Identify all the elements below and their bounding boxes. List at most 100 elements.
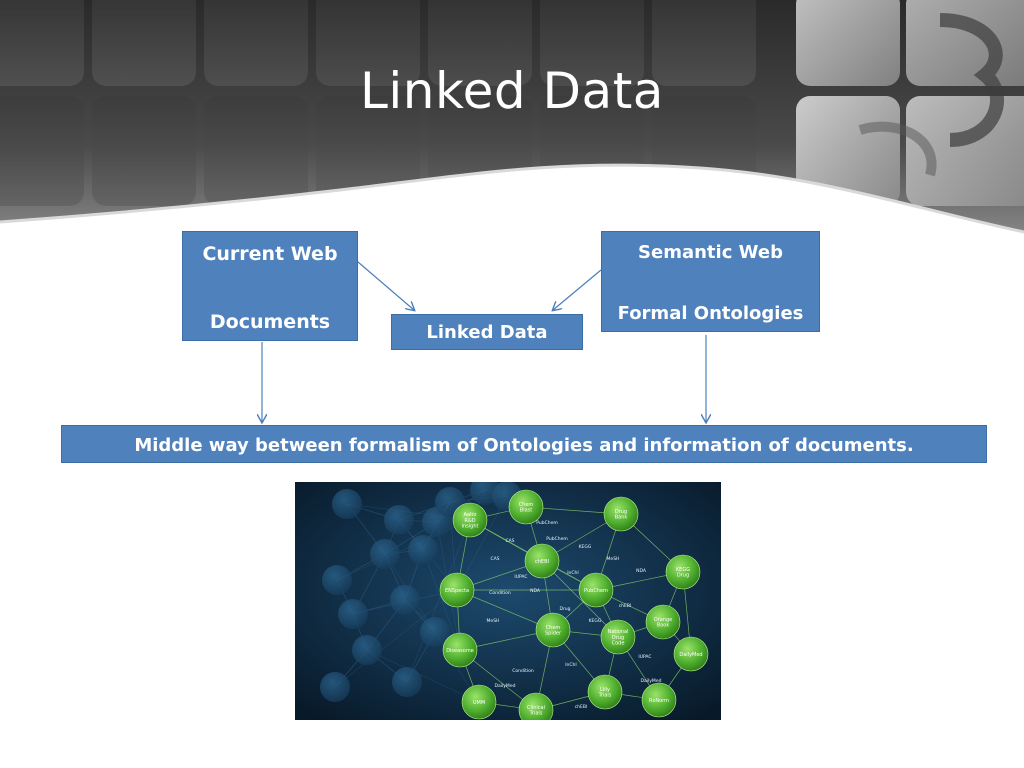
graph-node-label: Bank [615,515,628,521]
graph-node-circle [673,636,709,672]
graph-node-label: Orange [654,617,672,623]
graph-node-label: Lilly [600,687,610,693]
graph-edge-label: InChI [565,662,577,668]
graph-node-circle [600,619,636,655]
graph-edge-label: DailyMed [495,683,516,689]
graph-dim-edge [406,519,471,683]
graph-node-circle [439,572,475,608]
graph-node-circle [524,543,560,579]
graph-edge-label: PubChem [536,520,558,526]
graph-node-label: Aalto [464,512,477,518]
graph-edge-label: NDA [530,588,541,594]
current-web-box: Current Web Documents [182,231,358,341]
graph-dim-node [390,585,420,615]
graph-node: RxNorm [641,682,677,718]
current-web-label: Current Web [202,243,338,265]
graph-node-label: Spider [545,631,562,637]
graph-edge-label: MeSH [487,618,500,624]
graph-node-label: Insight [462,524,479,530]
graph-node-circle [641,682,677,718]
graph-node: UMM [461,684,497,720]
graph-edge-label: Condition [489,590,511,596]
arrow-current-to-linked [357,261,414,310]
graph-node-label: Blast [520,508,532,514]
middle-way-label: Middle way between formalism of Ontologi… [134,435,914,456]
graph-edge-label: MeSH [607,556,620,562]
linked-data-label: Linked Data [426,322,548,343]
graph-node-label: Trials [529,711,543,717]
graph-edge-label: Condition [512,668,534,674]
graph-node-circle [461,684,497,720]
formal-ontologies-label: Formal Ontologies [617,303,804,324]
graph-edge-label: IUPAC [514,574,527,580]
graph-dim-node [320,672,350,702]
graph-edge-label: DailyMed [641,678,662,684]
graph-node-label: chEBI [535,559,549,565]
graph-node-label: Diseasome [446,648,474,654]
graph-dim-node [408,535,438,565]
graph-node-circle [578,572,614,608]
graph-node-circle [645,604,681,640]
graph-node-label: Book [657,623,670,629]
slide-title: Linked Data [360,62,664,120]
graph-node-label: Trials [598,693,612,699]
arrow-semantic-to-linked [553,269,602,310]
graph-node-label: KEGG [676,567,690,573]
graph-node-label: R&D [464,518,475,524]
graph-node-circle [587,674,623,710]
graph-dim-node [322,565,352,595]
graph-dim-edge [334,589,458,688]
graph-edge-label: NDA [636,568,647,574]
graph-node-label: RxNorm [649,698,669,704]
graph-node-circle [665,554,701,590]
graph-dim-node [392,667,422,697]
graph-dim-edge [366,649,480,703]
header-background [0,0,1024,234]
graph-node-label: Drug [612,635,624,641]
graph-node: chEBI [524,543,560,579]
graph-dim-node [384,505,414,535]
graph-dim-node [420,617,450,647]
documents-label: Documents [209,311,331,333]
graph-node: DailyMed [673,636,709,672]
graph-edge-label: CAS [490,556,499,562]
graph-edge-label: InChI [567,570,579,576]
graph-background [295,482,721,720]
graph-node-label: UMM [473,700,485,706]
graph-node-label: Chem [519,502,534,508]
graph-edge [456,589,554,631]
graph-edge-label: chEBI [575,704,588,710]
graph-edge-label: KEGG [579,544,592,550]
graph-node-label: Clinical [527,705,545,711]
graph-edge-label: KEGG [589,618,602,624]
semantic-web-box: Semantic Web Formal Ontologies [601,231,820,332]
middle-way-box: Middle way between formalism of Ontologi… [61,425,987,463]
graph-edge-label: IUPAC [638,654,651,660]
graph-edge-label: chEBI [619,603,632,609]
graph-node-label: ENSpecta [445,588,469,594]
graph-dim-node [352,635,382,665]
semantic-web-label: Semantic Web [638,242,783,263]
graph-edge-label: Drug [559,606,570,612]
graph-dim-edge [456,495,508,591]
graph-dim-node [370,539,400,569]
graph-dim-node [332,489,362,519]
graph-node-circle [452,502,488,538]
graph-node-circle [535,612,571,648]
graph-node: Diseasome [442,632,478,668]
graph-node-circle [508,489,544,525]
graph-node-label: DailyMed [679,652,702,658]
graph-node-label: Code [612,641,625,647]
graph-dim-node [338,599,368,629]
graph-edge-label: CAS [505,538,514,544]
